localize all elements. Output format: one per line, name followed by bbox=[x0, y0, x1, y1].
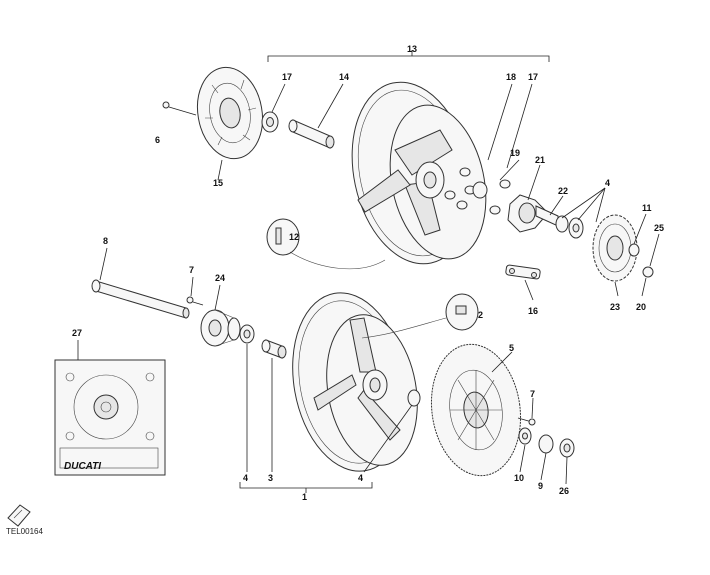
callout-15: 15 bbox=[213, 178, 223, 188]
callout-2: 2 bbox=[478, 310, 483, 320]
callout-18: 18 bbox=[506, 72, 516, 82]
callout-27: 27 bbox=[72, 328, 82, 338]
callout-22: 22 bbox=[558, 186, 568, 196]
bolt-detail-bubble bbox=[361, 293, 479, 339]
axle-screw bbox=[186, 296, 204, 306]
rear-wheel-rim bbox=[351, 81, 487, 265]
front-inner-spacer bbox=[261, 339, 287, 359]
chain-link bbox=[505, 264, 541, 280]
front-hub-bearing bbox=[407, 389, 421, 407]
callout-6: 6 bbox=[155, 135, 160, 145]
callout-26: 26 bbox=[559, 486, 569, 496]
rear-wheel-group-bracket bbox=[267, 50, 550, 62]
disc-screw bbox=[162, 101, 197, 116]
callout-5: 5 bbox=[509, 343, 514, 353]
callout-19: 19 bbox=[510, 148, 520, 158]
front-wheel-group-bracket bbox=[239, 482, 373, 493]
diagram-icon bbox=[7, 504, 31, 527]
callout-9: 9 bbox=[538, 481, 543, 491]
figure-code: TEL00164 bbox=[6, 527, 43, 536]
rear-spacer bbox=[288, 119, 335, 149]
decal-brand: DUCATI bbox=[64, 461, 101, 472]
disc-bolt bbox=[517, 417, 536, 426]
callout-14: 14 bbox=[339, 72, 349, 82]
front-spacer bbox=[200, 309, 241, 347]
rear-bearing-left bbox=[261, 111, 279, 133]
decal-plate: DUCATI bbox=[54, 359, 166, 476]
front-axle bbox=[91, 279, 190, 319]
front-wheel-rim bbox=[292, 292, 418, 472]
sprocket-flange bbox=[507, 194, 559, 233]
callout-17b: 17 bbox=[528, 72, 538, 82]
callout-10: 10 bbox=[514, 473, 524, 483]
callout-25: 25 bbox=[654, 223, 664, 233]
valve-detail-bubble bbox=[266, 218, 386, 270]
callout-7a: 7 bbox=[189, 265, 194, 275]
callout-8: 8 bbox=[103, 236, 108, 246]
callout-20: 20 bbox=[636, 302, 646, 312]
callout-7b: 7 bbox=[530, 389, 535, 399]
callout-1: 1 bbox=[302, 492, 307, 502]
callout-17a: 17 bbox=[282, 72, 292, 82]
leader-lines bbox=[77, 83, 660, 485]
front-brake-disc bbox=[430, 343, 522, 477]
callout-21: 21 bbox=[535, 155, 545, 165]
rear-sprocket bbox=[592, 214, 638, 282]
flange-bearings bbox=[555, 215, 584, 239]
callout-4c: 4 bbox=[605, 178, 610, 188]
callout-23: 23 bbox=[610, 302, 620, 312]
rear-brake-disc bbox=[196, 66, 264, 160]
cush-drive-studs bbox=[444, 167, 511, 215]
callout-13: 13 bbox=[407, 44, 417, 54]
callout-4a: 4 bbox=[243, 473, 248, 483]
callout-12: 12 bbox=[289, 232, 299, 242]
callout-24: 24 bbox=[215, 273, 225, 283]
callout-numbers: 13 17 14 18 17 6 15 19 21 22 4 11 25 12 … bbox=[72, 44, 664, 502]
front-washers bbox=[518, 427, 575, 458]
callout-4b: 4 bbox=[358, 473, 363, 483]
callout-3: 3 bbox=[268, 473, 273, 483]
callout-16: 16 bbox=[528, 306, 538, 316]
callout-11: 11 bbox=[642, 203, 652, 213]
front-bearing-left bbox=[239, 324, 255, 344]
